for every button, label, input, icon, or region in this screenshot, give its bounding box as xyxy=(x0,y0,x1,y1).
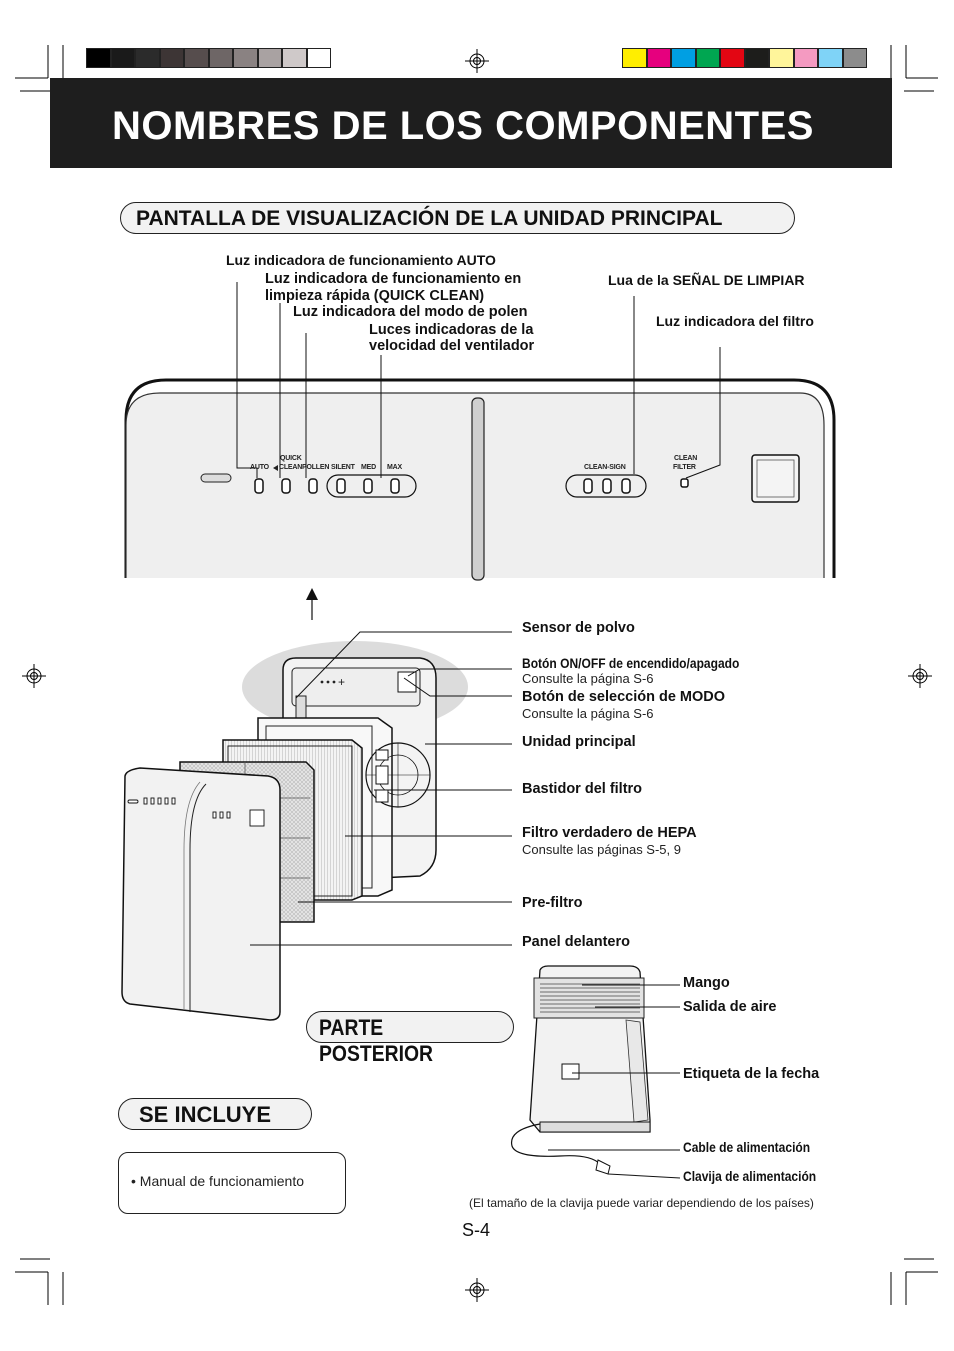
color-swatch xyxy=(744,48,769,68)
label-clean-sign: Lua de la SEÑAL DE LIMPIAR xyxy=(608,272,805,288)
label-filter-light: Luz indicadora del filtro xyxy=(656,313,814,329)
included-items-box: • Manual de funcionamiento xyxy=(118,1152,346,1214)
panel-text-max: MAX xyxy=(387,464,402,471)
gray-swatch xyxy=(208,48,233,68)
gray-swatch xyxy=(184,48,209,68)
label-filter-frame: Bastidor del filtro xyxy=(522,781,643,797)
panel-text-silent: SILENT xyxy=(331,464,355,471)
panel-text-auto: AUTO xyxy=(250,464,269,471)
label-fan-speed-line1: Luces indicadoras de la xyxy=(369,322,534,338)
section-heading-included-text: SE INCLUYE xyxy=(139,1102,272,1127)
gray-swatch xyxy=(110,48,135,68)
section-heading-display: PANTALLA DE VISUALIZACIÓN DE LA UNIDAD P… xyxy=(120,202,795,234)
svg-text:+: + xyxy=(338,675,345,689)
label-quick-clean-line1: Luz indicadora de funcionamiento en xyxy=(265,271,522,287)
label-fan-speed-line2: velocidad del ventilador xyxy=(369,338,535,354)
color-swatch xyxy=(695,48,720,68)
panel-text-clean-sign: CLEAN-SIGN xyxy=(584,464,626,471)
display-panel-diagram xyxy=(124,282,836,620)
gray-swatch xyxy=(159,48,184,68)
label-onoff-ref: Consulte la página S-6 xyxy=(522,671,654,686)
section-heading-rear-text: PARTE POSTERIOR xyxy=(319,1015,434,1066)
title-bar: NOMBRES DE LOS COMPONENTES xyxy=(50,78,892,168)
label-hepa-filter: Filtro verdadero de HEPA xyxy=(522,825,697,841)
label-prefilter: Pre-filtro xyxy=(522,895,583,911)
label-onoff-button: Botón ON/OFF de encendido/apagado xyxy=(522,655,740,671)
label-air-outlet: Salida de aire xyxy=(683,999,777,1015)
label-mode-ref: Consulte la página S-6 xyxy=(522,706,654,721)
color-swatch xyxy=(646,48,671,68)
gray-swatch xyxy=(233,48,258,68)
section-heading-rear: PARTE POSTERIOR xyxy=(306,1011,514,1066)
panel-text-clean-filter-2: FILTER xyxy=(673,464,696,471)
label-auto-light: Luz indicadora de funcionamiento AUTO xyxy=(226,252,496,268)
page-number: S-4 xyxy=(462,1220,491,1240)
color-swatch xyxy=(793,48,818,68)
label-quick-clean-line2: limpieza rápida (QUICK CLEAN) xyxy=(265,288,485,304)
label-date-label: Etiqueta de la fecha xyxy=(683,1066,820,1082)
label-hepa-ref: Consulte las páginas S-5, 9 xyxy=(522,842,681,857)
gray-swatch xyxy=(306,48,331,68)
label-pollen-light: Luz indicadora del modo de polen xyxy=(293,304,528,320)
gray-swatch xyxy=(86,48,111,68)
color-swatch xyxy=(720,48,745,68)
color-swatch xyxy=(842,48,867,68)
panel-text-clean: CLEAN xyxy=(279,464,303,471)
panel-text-quick: QUICK xyxy=(280,455,302,462)
included-item: • Manual de funcionamiento xyxy=(131,1173,305,1189)
label-plug-note: (El tamaño de la clavija puede variar de… xyxy=(469,1196,814,1210)
label-mode-button: Botón de selección de MODO xyxy=(522,689,726,705)
color-swatch xyxy=(769,48,794,68)
label-power-plug: Clavija de alimentación xyxy=(683,1168,817,1184)
registration-mark-right xyxy=(908,664,932,688)
label-handle: Mango xyxy=(683,975,730,991)
label-front-panel: Panel delantero xyxy=(522,934,630,950)
panel-text-pollen: POLLEN xyxy=(302,464,330,471)
section-heading-display-text: PANTALLA DE VISUALIZACIÓN DE LA UNIDAD P… xyxy=(136,207,723,230)
registration-mark-bottom xyxy=(465,1278,489,1302)
color-swatch xyxy=(622,48,647,68)
registration-mark-left xyxy=(22,664,46,688)
label-main-unit: Unidad principal xyxy=(522,734,636,750)
page-title: NOMBRES DE LOS COMPONENTES xyxy=(112,104,814,148)
section-heading-included: SE INCLUYE xyxy=(118,1098,312,1130)
gray-swatch xyxy=(257,48,282,68)
rear-view-diagram xyxy=(510,965,681,1179)
registration-mark-top xyxy=(465,49,489,73)
panel-text-med: MED xyxy=(361,464,376,471)
gray-swatch xyxy=(282,48,307,68)
label-power-cord: Cable de alimentación xyxy=(683,1139,811,1155)
gray-swatch xyxy=(135,48,160,68)
color-swatch xyxy=(671,48,696,68)
color-swatch xyxy=(818,48,843,68)
panel-text-clean-filter-1: CLEAN xyxy=(674,455,698,462)
label-dust-sensor: Sensor de polvo xyxy=(522,620,635,636)
exploded-view-diagram: + xyxy=(121,631,512,1021)
